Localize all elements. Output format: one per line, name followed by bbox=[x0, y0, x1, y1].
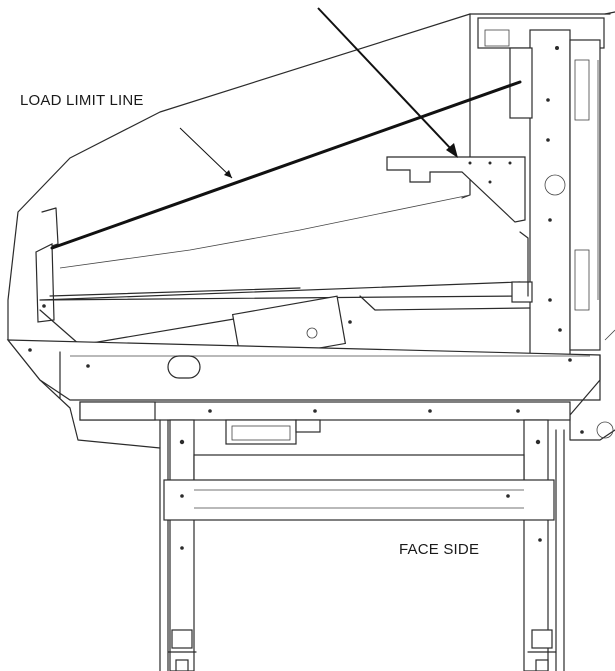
deck-pan bbox=[39, 231, 533, 363]
case-outline bbox=[7, 11, 615, 449]
load-limit-leader bbox=[179, 127, 233, 179]
rear-column bbox=[477, 17, 615, 356]
load-limit-line bbox=[50, 80, 522, 250]
lower-rail bbox=[79, 401, 571, 445]
base-tub bbox=[6, 320, 601, 401]
shelf-bracket bbox=[386, 156, 526, 223]
front-post bbox=[35, 207, 59, 323]
bracket-arrow bbox=[317, 7, 458, 158]
face-side-label: FACE SIDE bbox=[399, 541, 480, 558]
rear-corner bbox=[569, 354, 615, 441]
load-limit-label: LOAD LIMIT LINE bbox=[20, 92, 144, 109]
stand bbox=[159, 419, 565, 671]
